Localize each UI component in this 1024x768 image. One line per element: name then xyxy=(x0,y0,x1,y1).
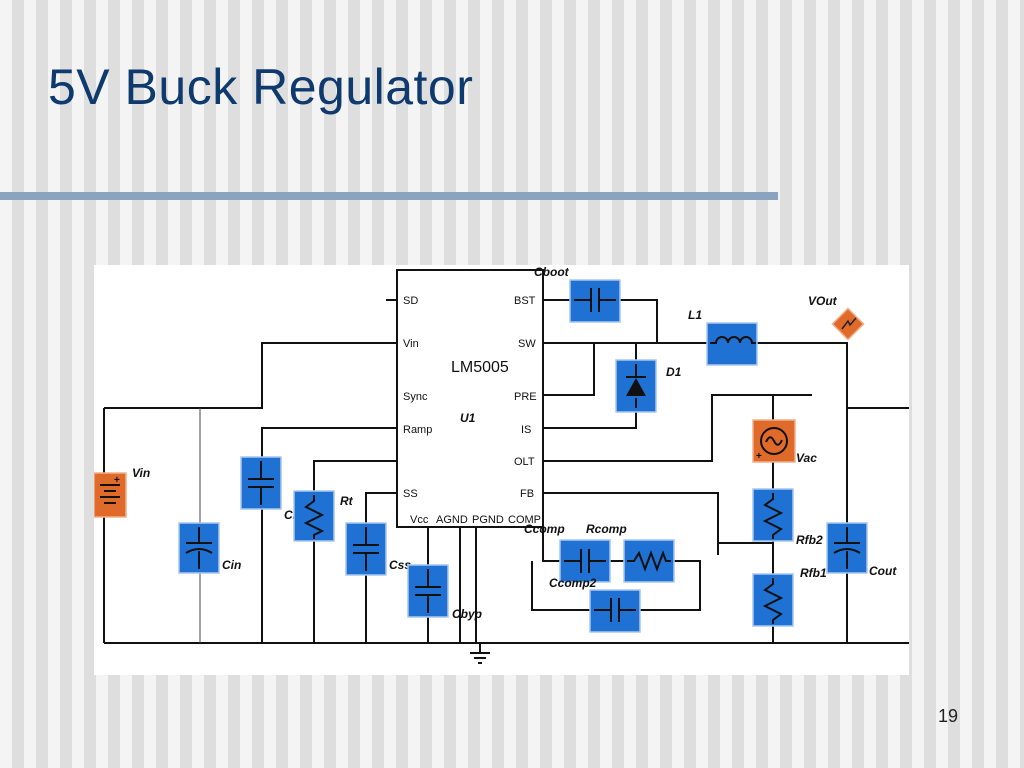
cbyp-label: Cbyp xyxy=(452,607,482,621)
page-number: 19 xyxy=(938,706,959,726)
ccomp2-label: Ccomp2 xyxy=(549,576,597,590)
ic-pin-sync: Sync xyxy=(403,391,428,403)
vac-source[interactable]: + xyxy=(752,419,796,463)
ccomp-label: Ccomp xyxy=(524,522,565,536)
ic-part-number: LM5005 xyxy=(451,359,509,376)
ic-pin-vin: Vin xyxy=(403,338,419,350)
rfb1-label: Rfb1 xyxy=(800,566,827,580)
rcomp-label: Rcomp xyxy=(586,522,627,536)
ic-ref-label: U1 xyxy=(460,411,476,425)
title-divider xyxy=(0,192,778,200)
cin-label: Cin xyxy=(222,558,241,572)
vout-marker[interactable] xyxy=(831,307,865,341)
ccomp2-capacitor[interactable] xyxy=(589,589,641,633)
cout-label: Cout xyxy=(869,564,897,578)
slide-title: 5V Buck Regulator xyxy=(48,59,474,115)
vin-battery[interactable]: + xyxy=(94,472,127,518)
cbyp-capacitor[interactable] xyxy=(407,564,449,618)
rfb2-resistor[interactable] xyxy=(752,488,794,542)
ic-pin-pgnd: PGND xyxy=(472,514,504,526)
vin-label: Vin xyxy=(132,466,150,480)
vac-label: Vac xyxy=(796,451,817,465)
cboot-capacitor[interactable] xyxy=(569,279,621,323)
css-label: Css xyxy=(389,558,411,572)
l1-inductor[interactable] xyxy=(706,322,758,366)
d1-diode[interactable] xyxy=(615,359,657,413)
ic-pin-vcc: Vcc xyxy=(410,514,429,526)
vout-label: VOut xyxy=(808,294,838,308)
d1-label: D1 xyxy=(666,365,682,379)
schematic-diagram: SD Vin Sync Ramp SS Vcc BST SW PRE IS OL… xyxy=(94,265,909,664)
ic-u1: SD Vin Sync Ramp SS Vcc BST SW PRE IS OL… xyxy=(386,269,544,528)
ic-pin-sd: SD xyxy=(403,295,418,307)
cramp-capacitor[interactable] xyxy=(240,456,282,510)
ic-pin-agnd: AGND xyxy=(436,514,468,526)
cin-capacitor[interactable] xyxy=(178,522,220,574)
ic-pin-bst: BST xyxy=(514,295,536,307)
ic-pin-ramp: Ramp xyxy=(403,424,432,436)
ic-pin-olt: OLT xyxy=(514,456,535,468)
rcomp-resistor[interactable] xyxy=(623,539,675,583)
ground-icon xyxy=(470,652,490,664)
ic-pin-is: IS xyxy=(521,424,531,436)
rt-resistor[interactable] xyxy=(293,490,335,542)
ic-pin-fb: FB xyxy=(520,488,534,500)
cout-capacitor[interactable] xyxy=(826,522,868,574)
ic-pin-ss: SS xyxy=(403,488,418,500)
svg-text:+: + xyxy=(114,475,120,486)
ic-body xyxy=(396,269,544,528)
css-capacitor[interactable] xyxy=(345,522,387,576)
ic-pin-pre: PRE xyxy=(514,391,537,403)
ic-pin-comp: COMP xyxy=(508,514,541,526)
schematic-canvas: SD Vin Sync Ramp SS Vcc BST SW PRE IS OL… xyxy=(94,265,909,675)
rt-label: Rt xyxy=(340,494,354,508)
ccomp-capacitor[interactable] xyxy=(559,539,611,583)
svg-text:+: + xyxy=(756,451,762,462)
l1-label: L1 xyxy=(688,308,702,322)
cboot-label: Cboot xyxy=(534,265,570,279)
rfb2-label: Rfb2 xyxy=(796,533,823,547)
ic-pin-sw: SW xyxy=(518,338,536,350)
rfb1-resistor[interactable] xyxy=(752,573,794,627)
